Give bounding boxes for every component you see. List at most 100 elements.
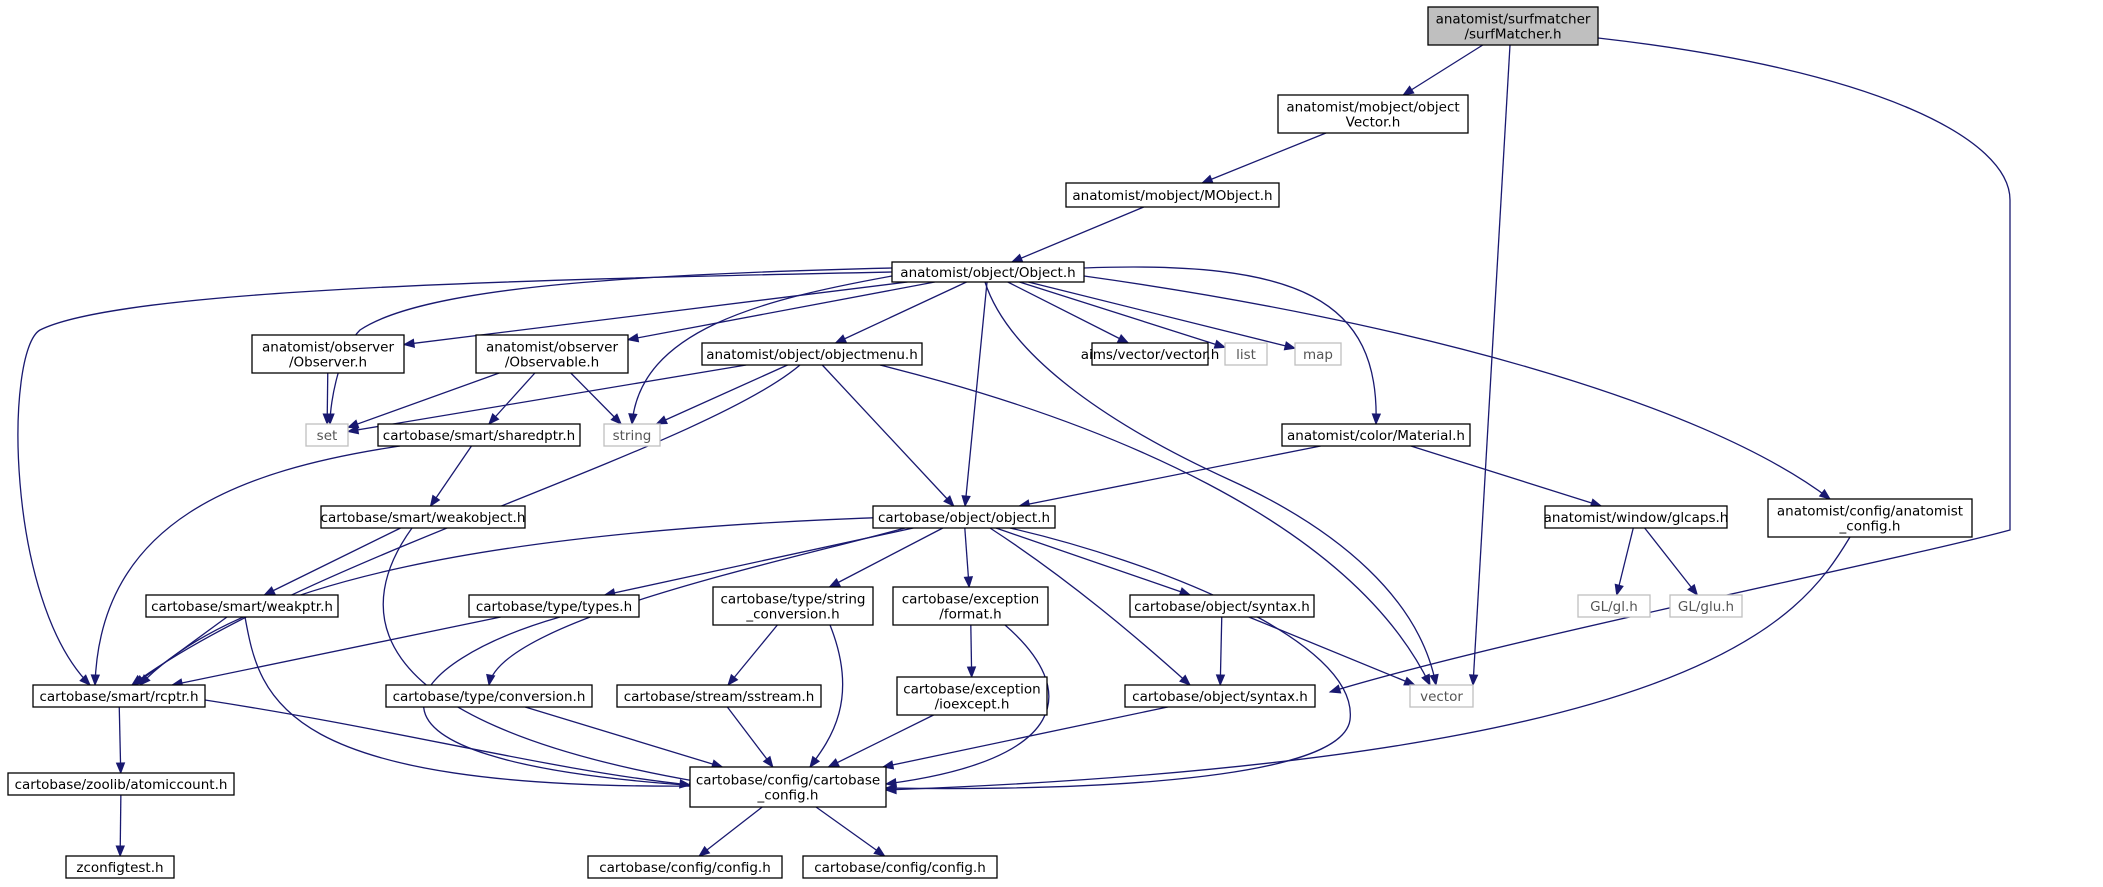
edge-surfMatcher-to-vector <box>1468 44 1511 687</box>
node-Observable[interactable]: anatomist/observer/Observable.h <box>475 334 629 374</box>
edge-line <box>329 267 893 425</box>
node-box <box>701 342 923 366</box>
node-cartoconfig[interactable]: cartobase/config/cartobase_config.h <box>689 766 887 808</box>
edge-line <box>94 445 401 686</box>
edge-Observable-to-sharedptr <box>488 372 536 426</box>
node-atomiccount[interactable]: cartobase/zoolib/atomiccount.h <box>7 772 235 796</box>
edge-Observable-to-string <box>570 372 623 425</box>
edge-objectmenu-to-set <box>346 364 747 435</box>
node-label: _conversion.h <box>745 607 839 623</box>
node-Observer[interactable]: anatomist/observer/Observer.h <box>251 334 405 374</box>
arrowhead <box>809 755 821 769</box>
node-objectmenu[interactable]: anatomist/object/objectmenu.h <box>701 342 923 366</box>
node-box <box>145 594 339 618</box>
node-label: cartobase/smart/sharedptr.h <box>383 428 575 444</box>
node-box <box>1544 505 1728 529</box>
edge-surfMatcher-to-objectVector <box>1402 44 1484 96</box>
edge-line <box>631 275 893 425</box>
edge-line <box>829 527 944 588</box>
edge-objecth-to-conversion <box>486 527 906 687</box>
edge-line <box>1402 44 1484 96</box>
node-rcptr[interactable]: cartobase/smart/rcptr.h <box>32 684 206 708</box>
node-label: cartobase/exception <box>903 682 1041 698</box>
arrowhead <box>966 666 977 679</box>
arrowhead <box>346 425 360 435</box>
node-gluh: GL/glu.h <box>1669 594 1743 618</box>
edge-line <box>1201 132 1327 184</box>
node-ioexcept[interactable]: cartobase/exception/ioexcept.h <box>896 676 1048 716</box>
node-surfMatcher[interactable]: anatomist/surfmatcher/surfMatcher.h <box>1427 6 1599 46</box>
node-label: anatomist/observer <box>486 340 618 356</box>
node-types[interactable]: cartobase/type/types.h <box>468 594 640 618</box>
arrowhead <box>1010 253 1024 263</box>
node-label: zconfigtest.h <box>76 860 163 876</box>
node-config1[interactable]: cartobase/config/config.h <box>587 855 783 879</box>
edge-objecth-to-stringconv <box>828 527 944 588</box>
node-label: anatomist/object/Object.h <box>900 265 1075 281</box>
edge-syntax2-to-cartoconfig <box>881 706 1168 770</box>
node-label: anatomist/surfmatcher <box>1436 12 1591 28</box>
node-box <box>1129 594 1315 618</box>
node-conversion[interactable]: cartobase/type/conversion.h <box>385 684 593 708</box>
node-sstream[interactable]: cartobase/stream/sstream.h <box>616 684 822 708</box>
node-label: anatomist/object/objectmenu.h <box>706 347 918 363</box>
node-config2[interactable]: cartobase/config/config.h <box>802 855 998 879</box>
arrowhead <box>884 777 898 788</box>
arrowhead <box>610 413 623 425</box>
node-label: cartobase/smart/rcptr.h <box>39 689 198 705</box>
node-Material[interactable]: anatomist/color/Material.h <box>1281 423 1471 447</box>
node-label: /ioexcept.h <box>935 697 1010 713</box>
edge-line <box>726 706 774 768</box>
edge-objecth-to-excformat <box>963 527 974 589</box>
node-glcaps[interactable]: anatomist/window/glcaps.h <box>1544 505 1729 529</box>
node-label: list <box>1236 347 1256 363</box>
edge-Object-to-Observer <box>402 281 908 348</box>
node-Object[interactable]: anatomist/object/Object.h <box>891 261 1085 283</box>
node-zconfigtest[interactable]: zconfigtest.h <box>65 855 175 879</box>
node-weakobject[interactable]: cartobase/smart/weakobject.h <box>320 505 526 529</box>
node-box <box>475 334 629 374</box>
edge-cartoconfig-to-config2 <box>815 806 886 857</box>
node-label: /surfMatcher.h <box>1464 27 1561 43</box>
arrowhead <box>1614 583 1624 597</box>
edge-Material-to-objecth <box>1017 445 1321 509</box>
node-box <box>385 684 593 708</box>
node-anaconfig[interactable]: anatomist/config/anatomist_config.h <box>1767 498 1973 538</box>
node-label: aims/vector/vector.h <box>1081 347 1220 363</box>
node-label: cartobase/type/string <box>721 592 866 608</box>
node-objecth[interactable]: cartobase/object/object.h <box>872 505 1056 529</box>
edge-line <box>627 281 935 341</box>
arrowhead <box>115 845 125 858</box>
edge-line <box>885 624 1050 785</box>
arrowhead <box>1328 684 1342 694</box>
node-syntax1[interactable]: cartobase/object/syntax.h <box>1129 594 1315 618</box>
node-box <box>1577 594 1651 618</box>
node-box <box>689 766 887 808</box>
node-sharedptr[interactable]: cartobase/smart/sharedptr.h <box>377 423 581 447</box>
edge-Object-to-string <box>628 275 893 426</box>
node-MObject[interactable]: anatomist/mobject/MObject.h <box>1065 182 1280 208</box>
arrowhead <box>1179 674 1192 686</box>
node-aimsvector[interactable]: aims/vector/vector.h <box>1081 342 1220 366</box>
node-label: _config.h <box>1839 519 1901 535</box>
arrowhead <box>963 576 974 589</box>
node-box <box>1224 342 1268 366</box>
edge-line <box>727 624 778 686</box>
node-weakptr[interactable]: cartobase/smart/weakptr.h <box>145 594 339 618</box>
node-label: anatomist/observer <box>262 340 394 356</box>
node-label: anatomist/config/anatomist <box>1777 504 1963 520</box>
edge-stringconv-to-sstream <box>727 624 778 687</box>
node-label: anatomist/mobject/object <box>1286 100 1459 116</box>
edge-line <box>1019 281 1226 348</box>
node-stringconv[interactable]: cartobase/type/string_conversion.h <box>712 586 874 626</box>
node-label: cartobase/zoolib/atomiccount.h <box>15 777 228 793</box>
node-label: GL/gl.h <box>1590 599 1638 615</box>
node-label: /format.h <box>939 607 1001 623</box>
edge-glcaps-to-gluh <box>1644 527 1699 597</box>
node-excformat[interactable]: cartobase/exception/format.h <box>892 586 1049 626</box>
node-syntax2[interactable]: cartobase/object/syntax.h <box>1124 684 1316 708</box>
arrowhead <box>90 674 101 687</box>
arrowhead <box>834 334 848 344</box>
